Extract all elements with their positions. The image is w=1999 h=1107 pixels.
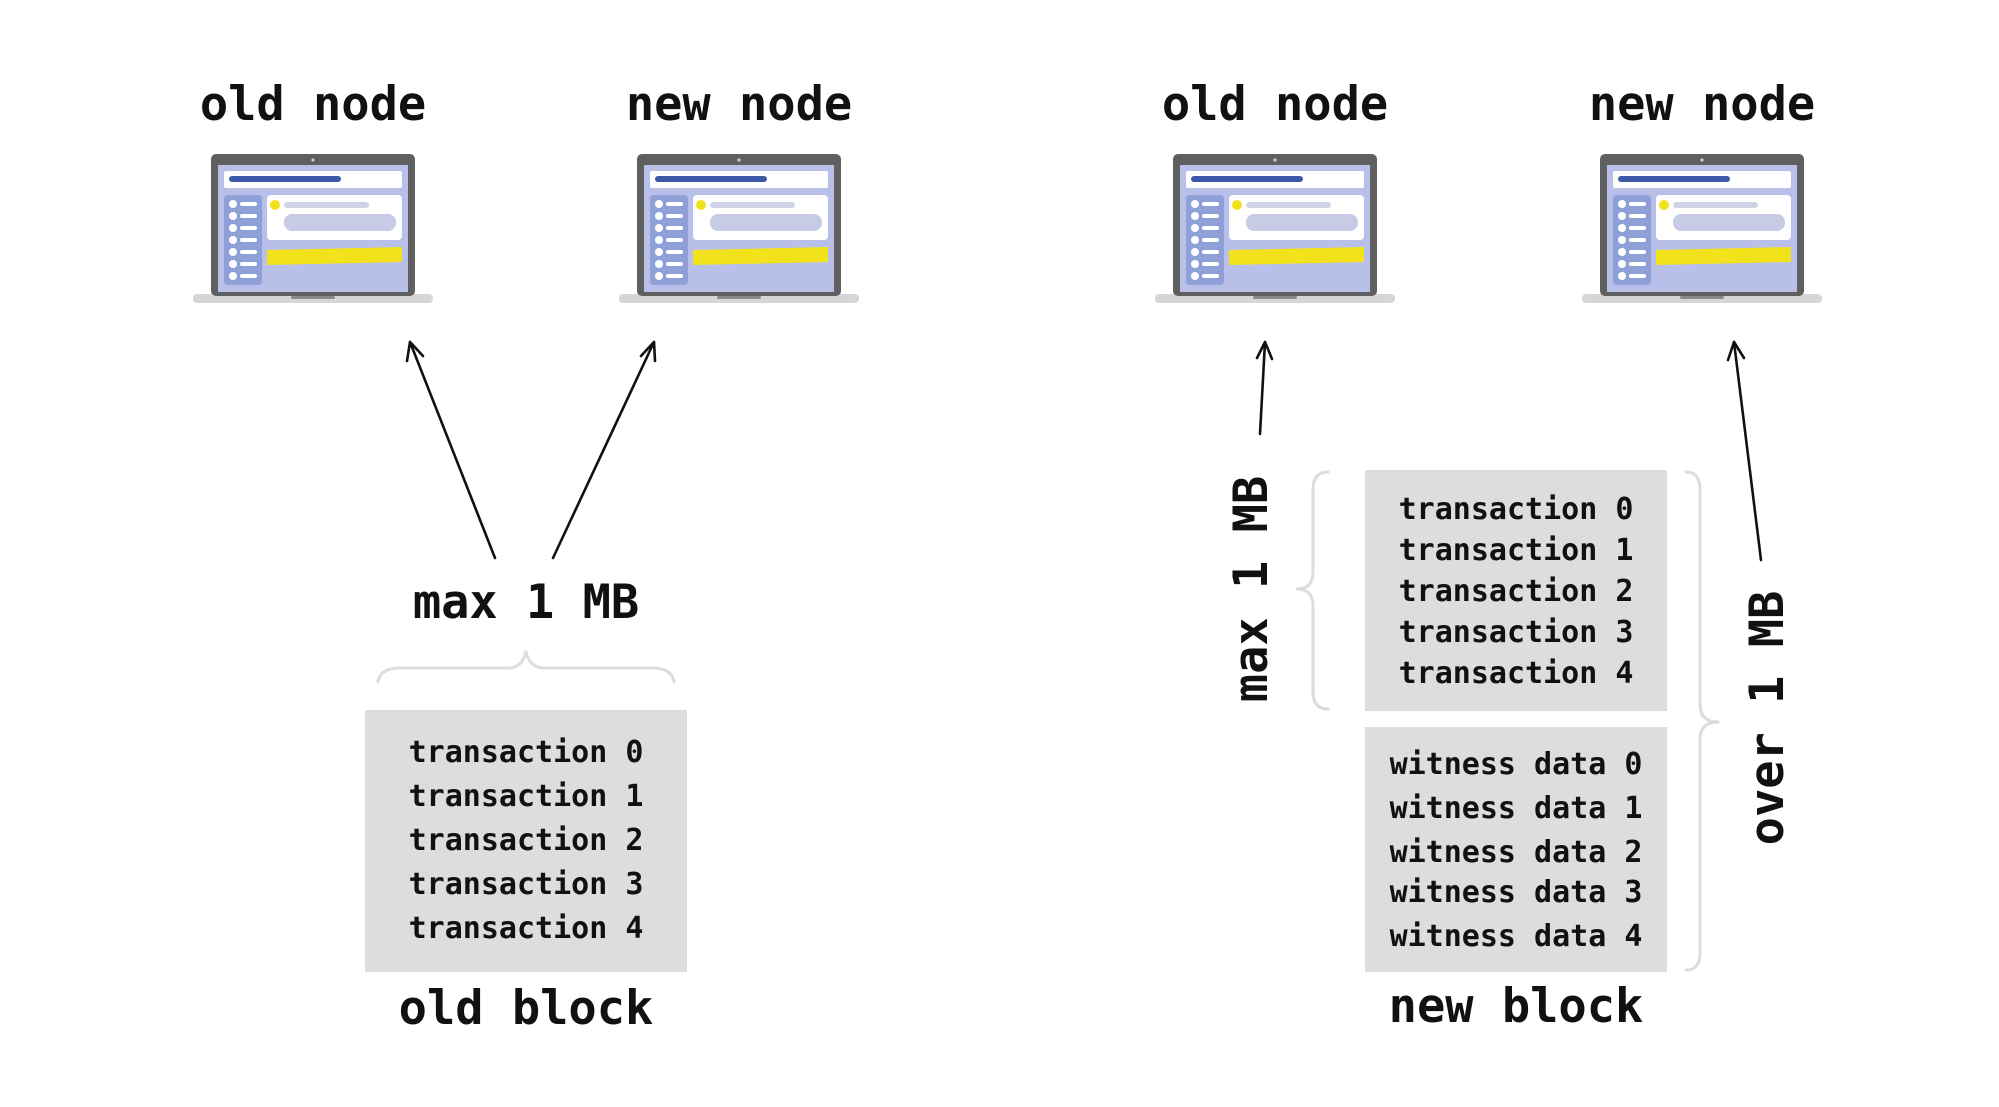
laptop-icon — [619, 154, 859, 303]
laptop-icon — [1155, 154, 1395, 303]
left-brace — [376, 650, 676, 684]
witness-row: witness data 2 — [1390, 835, 1643, 870]
old-block-row: transaction 3 — [409, 867, 644, 902]
old-block-row: transaction 0 — [409, 735, 644, 770]
right-new-size-label: over 1 MB — [1740, 591, 1795, 846]
new-block-title: new block — [1389, 979, 1644, 1034]
arrow-to-old-node — [405, 340, 497, 560]
old-block-row: transaction 4 — [409, 911, 644, 946]
arrow-to-new-node — [551, 340, 657, 560]
arrow-to-old-node — [1255, 340, 1274, 436]
new-block-row: transaction 4 — [1399, 656, 1634, 691]
right-new-node-label: new node — [1589, 77, 1815, 132]
new-block-witness-box — [1365, 727, 1667, 972]
laptop-icon — [1582, 154, 1822, 303]
left-old-node-label: old node — [200, 77, 426, 132]
left-new-node-label: new node — [626, 77, 852, 132]
right-panel: old node new node max 1 MB over 1 MB tra… — [1155, 77, 1822, 1034]
old-block-transactions: transaction 0 transaction 1 transaction … — [409, 735, 644, 946]
old-block-row: transaction 1 — [409, 779, 644, 814]
arrow-to-new-node — [1726, 340, 1763, 562]
new-block-transactions-box — [1365, 470, 1667, 711]
transactions-brace — [1295, 470, 1330, 711]
new-block-row: transaction 1 — [1399, 533, 1634, 568]
left-size-label: max 1 MB — [413, 575, 639, 630]
witness-row: witness data 3 — [1390, 875, 1643, 910]
old-block-title: old block — [399, 981, 654, 1036]
new-block-transactions: transaction 0 transaction 1 transaction … — [1399, 492, 1634, 691]
new-block-row: transaction 3 — [1399, 615, 1634, 650]
witness-row: witness data 4 — [1390, 919, 1643, 954]
new-block-row: transaction 0 — [1399, 492, 1634, 527]
laptop-icon — [193, 154, 433, 303]
old-block-box — [365, 710, 687, 972]
right-old-node-label: old node — [1162, 77, 1388, 132]
witness-row: witness data 0 — [1390, 747, 1643, 782]
new-block-witness: witness data 0 witness data 1 witness da… — [1390, 747, 1643, 954]
block-brace — [1684, 470, 1720, 972]
left-panel: old node new node max 1 MB transaction 0… — [193, 77, 859, 1036]
witness-row: witness data 1 — [1390, 791, 1643, 826]
new-block-row: transaction 2 — [1399, 574, 1634, 609]
old-block-row: transaction 2 — [409, 823, 644, 858]
right-old-size-label: max 1 MB — [1224, 476, 1279, 702]
